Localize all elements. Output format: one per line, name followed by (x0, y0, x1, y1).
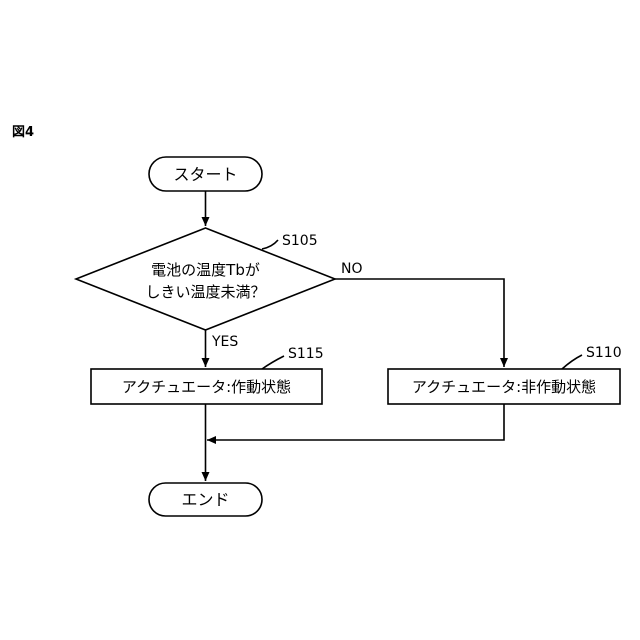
s115-leader (262, 356, 284, 369)
s110-label: S110 (586, 345, 622, 361)
s110-leader (562, 355, 582, 369)
s115-label: S115 (288, 346, 324, 362)
decision-line2: しきい温度未満？ (145, 283, 265, 301)
no-label: NO (341, 261, 363, 277)
decision-line1: 電池の温度Tbが (151, 261, 260, 279)
end-label: エンド (181, 490, 229, 509)
arrow-no (335, 279, 504, 367)
yes-label: YES (211, 334, 238, 350)
arrow-merge (207, 404, 504, 440)
process-actuator-off-label: アクチュエータ:非作動状態 (412, 378, 596, 396)
process-actuator-on-label: アクチュエータ:作動状態 (122, 378, 291, 396)
s105-leader (262, 240, 278, 249)
figure-label: 図4 (12, 125, 34, 140)
s105-label: S105 (282, 233, 318, 249)
start-label: スタート (173, 165, 237, 184)
